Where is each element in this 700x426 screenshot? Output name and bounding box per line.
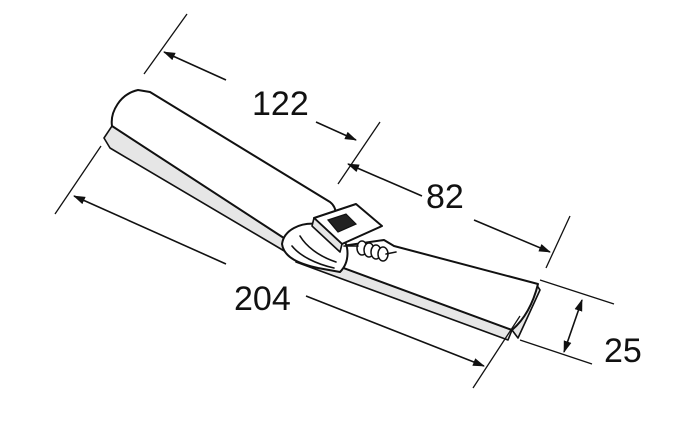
dimension-line-122-a <box>163 51 227 81</box>
knuckle-rim-2 <box>291 245 335 269</box>
dimension-line-204-b <box>305 295 485 367</box>
spring-coil <box>343 240 397 262</box>
dimension-line-122-b <box>315 121 357 141</box>
dimension-label-82: 82 <box>426 178 464 216</box>
dimension-line-25 <box>563 299 583 353</box>
ext-left-bottom <box>54 145 102 215</box>
right-leaf-face <box>299 239 539 331</box>
dimension-82: 82 <box>347 163 551 253</box>
extension-lines <box>54 13 615 389</box>
ext-left-top <box>143 13 188 75</box>
ext-right-bottom <box>472 315 521 389</box>
hinge-strap-part <box>103 89 541 341</box>
dimension-204: 204 <box>73 195 485 367</box>
ext-width-bottom <box>519 339 593 365</box>
ext-width-top <box>539 279 615 305</box>
dimension-label-122: 122 <box>252 85 309 123</box>
dimension-label-25: 25 <box>604 332 642 370</box>
dimension-line-82-a <box>347 163 423 197</box>
dimension-122: 122 <box>163 51 357 141</box>
knuckle-rim <box>299 235 337 263</box>
square-slot <box>326 213 358 233</box>
dimension-line-204-a <box>73 195 227 265</box>
dimension-25: 25 <box>563 299 642 370</box>
ext-right-top <box>545 215 571 269</box>
latch-plate-side <box>311 217 343 253</box>
ext-middle <box>337 121 381 185</box>
dimension-line-82-b <box>473 219 551 253</box>
dimension-label-204: 204 <box>234 280 291 318</box>
